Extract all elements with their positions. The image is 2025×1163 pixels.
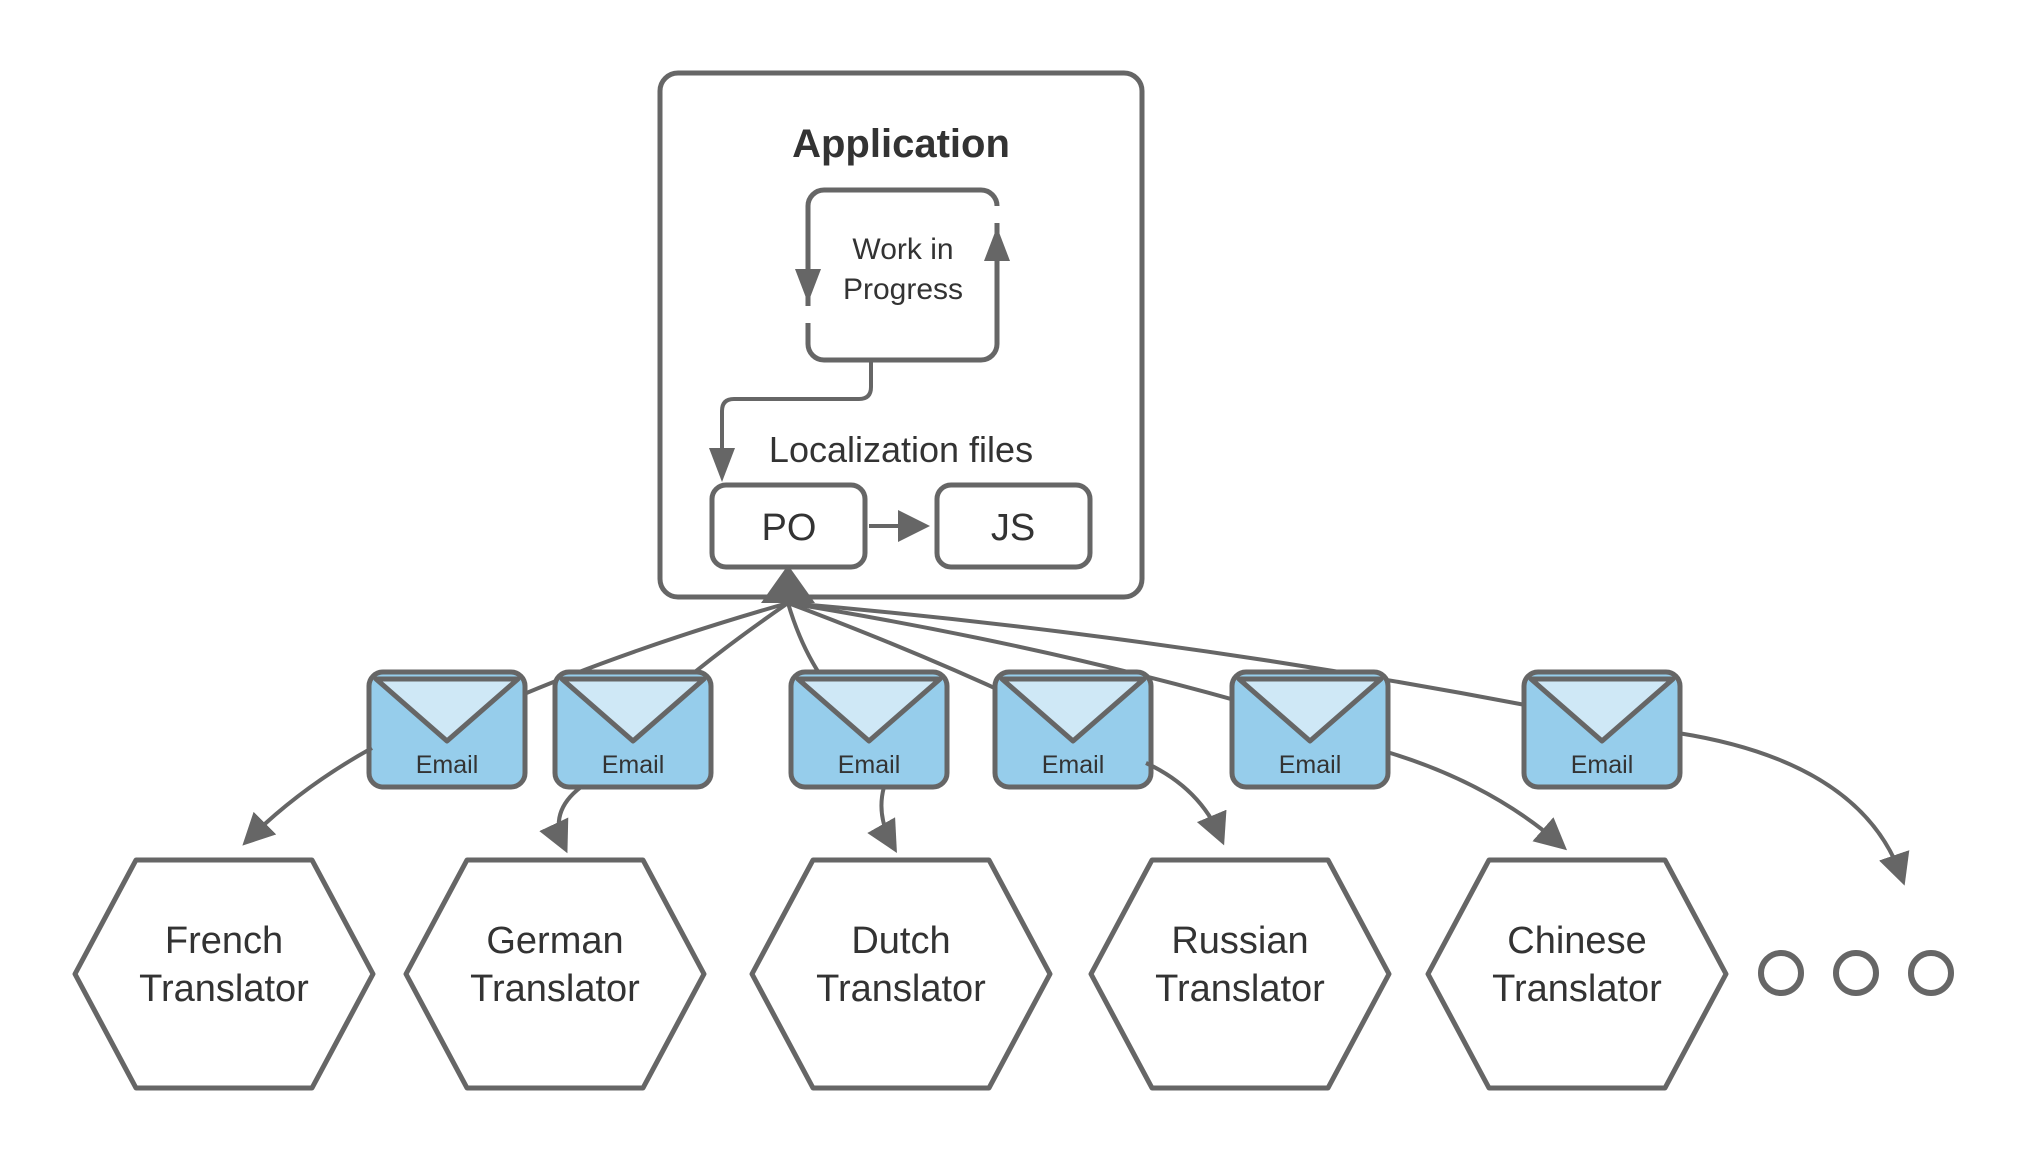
translator-label-line2: Translator: [139, 968, 309, 1010]
email-label: Email: [1279, 751, 1342, 779]
envelope-flap-icon: [1236, 676, 1384, 744]
hexagon-shape: [1425, 857, 1729, 1091]
translator-hex-chinese: Chinese Translator: [1425, 857, 1729, 1091]
wip-to-po-connector: [720, 360, 873, 450]
email-label: Email: [1571, 751, 1634, 779]
translator-hex-russian: Russian Translator: [1088, 857, 1392, 1091]
hexagon-shape: [1088, 857, 1392, 1091]
email4-to-russian-arrow: [1145, 761, 1227, 846]
email-label: Email: [602, 751, 665, 779]
translator-label-line1: French: [165, 920, 283, 962]
wip-to-po-arrowhead-icon: [709, 448, 735, 482]
wip-label-line1: Work in: [852, 233, 953, 266]
js-file-node: JS: [934, 482, 1093, 570]
translator-label-line2: Translator: [1155, 968, 1325, 1010]
emails-to-po-arrowhead-icon: [761, 565, 815, 603]
email6-to-po-curve: [787, 601, 1603, 722]
email3-to-dutch-arrow: [867, 786, 897, 853]
po-file-node: PO: [709, 482, 868, 570]
loop-down-arrowhead-icon: [795, 269, 821, 303]
email-label: Email: [1042, 751, 1105, 779]
envelope-flap-icon: [373, 676, 521, 744]
email-node-6: Email: [1521, 669, 1683, 790]
translator-label-line1: Chinese: [1507, 920, 1646, 962]
js-label: JS: [991, 507, 1035, 549]
envelope-flap-icon: [795, 676, 943, 744]
loop-border-gap-right: [992, 206, 1002, 223]
translator-hex-french: French Translator: [72, 857, 376, 1091]
loop-up-arrowhead-icon: [984, 227, 1010, 261]
hexagon-shape: [72, 857, 376, 1091]
email6-to-others-arrow: [1677, 731, 1910, 886]
email-label: Email: [416, 751, 479, 779]
translator-label-line1: Dutch: [851, 920, 950, 962]
translator-hex-dutch: Dutch Translator: [749, 857, 1053, 1091]
email-label: Email: [838, 751, 901, 779]
email5-to-chinese-arrow: [1386, 750, 1568, 851]
translator-label-line2: Translator: [470, 968, 640, 1010]
ellipsis-dot-3: [1908, 950, 1954, 996]
email-node-4: Email: [992, 669, 1154, 790]
email-node-2: Email: [552, 669, 714, 790]
application-title: Application: [792, 122, 1010, 166]
translator-hex-german: German Translator: [403, 857, 707, 1091]
ellipsis-dot-1: [1758, 950, 1804, 996]
envelope-flap-icon: [559, 676, 707, 744]
translator-label-line2: Translator: [1492, 968, 1662, 1010]
envelope-flap-icon: [999, 676, 1147, 744]
localization-files-label: Localization files: [769, 429, 1033, 470]
loop-border-gap-left: [803, 306, 813, 323]
translator-label-line1: Russian: [1171, 920, 1308, 962]
email-node-1: Email: [366, 669, 528, 790]
js-box: [934, 482, 1093, 570]
wip-label-line2: Progress: [843, 273, 963, 306]
email-node-5: Email: [1229, 669, 1391, 790]
work-in-progress-node: Work in Progress: [795, 187, 1010, 363]
po-label: PO: [762, 507, 817, 549]
ellipsis-dot-2: [1833, 950, 1879, 996]
hexagon-shape: [403, 857, 707, 1091]
translator-label-line2: Translator: [816, 968, 986, 1010]
envelope-flap-icon: [1528, 676, 1676, 744]
translator-label-line1: German: [486, 920, 623, 962]
hexagon-shape: [749, 857, 1053, 1091]
email1-to-french-arrow: [242, 746, 373, 846]
email2-to-german-arrow: [539, 785, 583, 854]
email-node-3: Email: [788, 669, 950, 790]
